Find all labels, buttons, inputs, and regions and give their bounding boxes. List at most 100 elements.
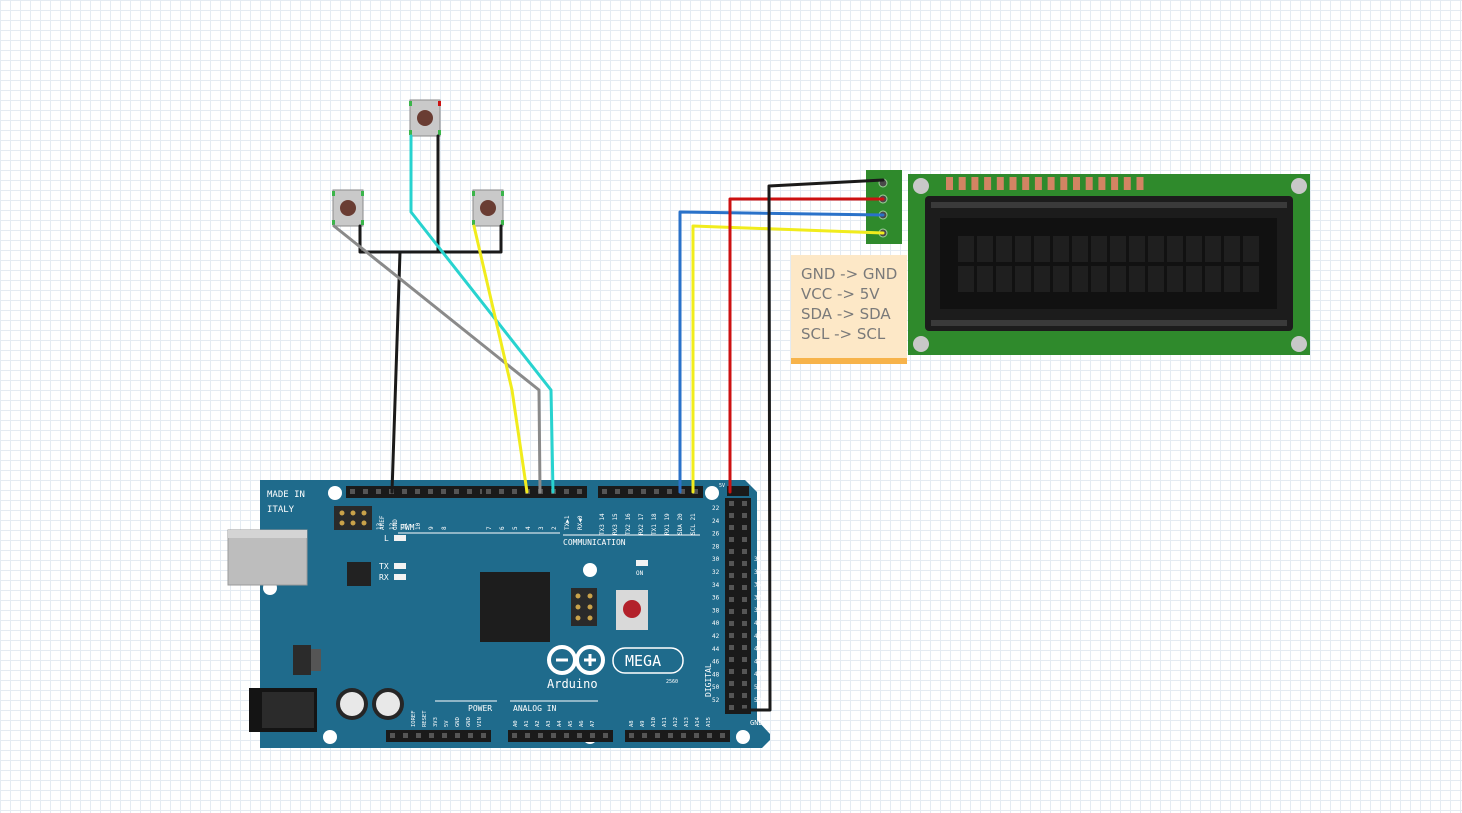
wire-yellow-scl[interactable] (691, 224, 885, 494)
header-pin[interactable] (442, 733, 447, 738)
header-pin[interactable] (667, 489, 672, 494)
header-pin[interactable] (402, 489, 407, 494)
header-pin[interactable] (729, 501, 734, 506)
header-pin[interactable] (720, 733, 725, 738)
header-pin[interactable] (668, 733, 673, 738)
header-pin[interactable] (467, 489, 472, 494)
wire-cyan-pin2[interactable] (409, 134, 555, 494)
header-pin[interactable] (729, 585, 734, 590)
header-pin[interactable] (429, 733, 434, 738)
wiring-note[interactable]: GND -> GND VCC -> 5V SDA -> SDA SCL -> S… (791, 255, 907, 364)
header-pin[interactable] (577, 733, 582, 738)
wire-yellow-pin4[interactable] (472, 224, 529, 494)
header-pin[interactable] (729, 513, 734, 518)
lcd-16x2-module[interactable] (866, 170, 1310, 355)
header-pin[interactable] (468, 733, 473, 738)
header-pin[interactable] (499, 489, 504, 494)
header-pin[interactable] (729, 537, 734, 542)
header-pin[interactable] (455, 733, 460, 738)
wire-gray-pin3[interactable] (332, 224, 542, 494)
header-pin[interactable] (415, 489, 420, 494)
header-pin[interactable] (729, 693, 734, 698)
header-pin[interactable] (742, 525, 747, 530)
header-pin[interactable] (590, 733, 595, 738)
pushbutton-top[interactable] (409, 99, 441, 137)
header-pin[interactable] (742, 633, 747, 638)
header-pin[interactable] (729, 573, 734, 578)
header-pin[interactable] (376, 489, 381, 494)
header-pin[interactable] (742, 621, 747, 626)
header-pin[interactable] (729, 549, 734, 554)
wire-black-ground[interactable] (390, 250, 402, 494)
wire-red-5v[interactable] (728, 197, 885, 494)
header-pin[interactable] (564, 489, 569, 494)
header-pin[interactable] (486, 489, 491, 494)
header-pin[interactable] (729, 597, 734, 602)
reset-button[interactable] (616, 590, 648, 630)
header-pin[interactable] (628, 489, 633, 494)
header-pin[interactable] (602, 489, 607, 494)
header-pin[interactable] (363, 489, 368, 494)
header-pin[interactable] (742, 561, 747, 566)
header-pin[interactable] (603, 733, 608, 738)
header-pin[interactable] (441, 489, 446, 494)
header-pin[interactable] (577, 489, 582, 494)
header-pin[interactable] (512, 733, 517, 738)
header-pin[interactable] (729, 669, 734, 674)
arduino-mega-board[interactable]: MADE IN ITALY PWM L TX RX ON COMMUNICATI… (227, 480, 770, 748)
header-pin[interactable] (742, 501, 747, 506)
header-pin[interactable] (742, 669, 747, 674)
header-pin[interactable] (512, 489, 517, 494)
header-pin[interactable] (729, 609, 734, 614)
header-pin[interactable] (403, 733, 408, 738)
header-pin[interactable] (681, 733, 686, 738)
header-pin[interactable] (742, 537, 747, 542)
header-pin[interactable] (350, 489, 355, 494)
made-in-label: ITALY (267, 505, 295, 515)
header-pin[interactable] (729, 657, 734, 662)
header-pin[interactable] (642, 733, 647, 738)
header-pin[interactable] (742, 693, 747, 698)
wire-black-bus[interactable] (358, 224, 503, 254)
header-pin[interactable] (655, 733, 660, 738)
header-pin[interactable] (742, 609, 747, 614)
pushbutton-right[interactable] (472, 189, 504, 227)
header-pin[interactable] (742, 585, 747, 590)
header-pin[interactable] (729, 633, 734, 638)
wire-black-gnd[interactable] (741, 178, 885, 712)
header-pin[interactable] (729, 681, 734, 686)
header-pin[interactable] (729, 525, 734, 530)
header-pin[interactable] (694, 733, 699, 738)
pushbutton-left[interactable] (332, 189, 364, 227)
header-pin[interactable] (428, 489, 433, 494)
header-pin[interactable] (551, 733, 556, 738)
header-pin[interactable] (615, 489, 620, 494)
header-pin[interactable] (707, 733, 712, 738)
header-pin[interactable] (742, 597, 747, 602)
header-pin[interactable] (693, 489, 698, 494)
header-pin[interactable] (454, 489, 459, 494)
header-pin[interactable] (680, 489, 685, 494)
header-pin[interactable] (742, 549, 747, 554)
header-pin[interactable] (390, 733, 395, 738)
header-pin[interactable] (742, 573, 747, 578)
header-pin[interactable] (742, 681, 747, 686)
header-pin[interactable] (641, 489, 646, 494)
header-pin[interactable] (564, 733, 569, 738)
header-pin[interactable] (729, 645, 734, 650)
header-pin[interactable] (729, 621, 734, 626)
header-pin[interactable] (742, 705, 747, 710)
header-pin[interactable] (654, 489, 659, 494)
header-pin[interactable] (742, 657, 747, 662)
header-pin[interactable] (538, 733, 543, 738)
header-pin[interactable] (525, 733, 530, 738)
header-pin[interactable] (729, 705, 734, 710)
header-pin[interactable] (629, 733, 634, 738)
pin-label: A14 (695, 716, 701, 727)
header-pin[interactable] (416, 733, 421, 738)
wire-blue-sda[interactable] (678, 210, 885, 494)
header-pin[interactable] (729, 561, 734, 566)
header-pin[interactable] (742, 513, 747, 518)
header-pin[interactable] (481, 733, 486, 738)
header-pin[interactable] (742, 645, 747, 650)
